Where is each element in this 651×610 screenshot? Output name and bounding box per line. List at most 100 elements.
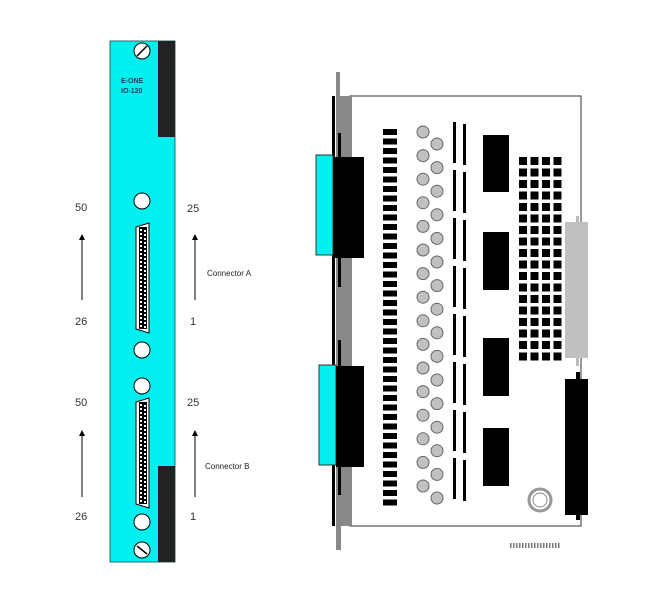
pin	[140, 444, 142, 446]
resistor-pad	[383, 347, 397, 354]
grid-cell	[519, 283, 527, 292]
trace-bar	[453, 170, 456, 211]
led-icon	[430, 373, 444, 387]
resistor-pad	[383, 414, 397, 420]
grid-cell	[519, 341, 527, 349]
pin	[140, 277, 142, 279]
grid-cell	[553, 283, 562, 292]
resistor-pad	[383, 357, 397, 363]
connector-b-shell	[318, 364, 337, 466]
grid-cell	[530, 295, 539, 303]
grid-cell	[542, 352, 550, 361]
grid-cell	[542, 180, 550, 188]
grid-cell	[542, 157, 550, 165]
led-icon	[416, 479, 430, 493]
pin	[140, 245, 142, 247]
pin	[140, 317, 142, 319]
trace-bar	[453, 458, 456, 499]
grid-cell	[553, 352, 562, 361]
pin	[144, 469, 146, 471]
pin	[144, 250, 146, 252]
pin-label: 26	[75, 316, 87, 328]
resistor-pad	[383, 433, 397, 439]
resistor-pad	[383, 423, 397, 430]
resistor-pad	[383, 138, 397, 145]
grid-cell	[530, 260, 539, 269]
ic-chip	[483, 135, 509, 192]
pin	[144, 465, 146, 467]
grid-cell	[553, 157, 562, 165]
pin-label: 1	[190, 316, 196, 328]
pin	[140, 273, 142, 275]
bracket-face	[332, 96, 335, 526]
resistor-pad	[383, 148, 397, 154]
pin	[140, 480, 142, 482]
grid-cell	[519, 237, 527, 246]
led-icon	[430, 161, 444, 175]
led-icon	[430, 326, 444, 340]
grid-cell	[553, 341, 562, 349]
pin	[140, 448, 142, 450]
led-icon	[430, 444, 444, 458]
grid-cell	[530, 203, 539, 211]
led-icon	[430, 208, 444, 222]
pin	[140, 476, 142, 478]
circuit-board	[315, 72, 588, 550]
pin	[144, 286, 146, 288]
pin	[144, 481, 146, 483]
pin	[140, 416, 142, 418]
resistor-pad	[383, 129, 397, 135]
grid-cell	[542, 203, 550, 211]
pin	[140, 297, 142, 299]
grid-cell	[542, 272, 550, 280]
pin	[144, 437, 146, 439]
grid-cell	[519, 168, 527, 177]
mounting-hole	[133, 377, 151, 395]
pin	[140, 440, 142, 442]
pin	[140, 404, 142, 406]
pin	[140, 456, 142, 458]
grid-cell	[542, 260, 550, 269]
resistor-pad	[383, 480, 397, 487]
led-icon	[416, 267, 430, 281]
grid-cell	[519, 203, 527, 211]
led-icon	[416, 361, 430, 375]
socket-body	[139, 402, 147, 504]
pin	[140, 229, 142, 231]
chip-grid	[519, 157, 562, 361]
resistor-pad	[383, 271, 397, 278]
grid-cell	[542, 249, 550, 257]
ic-chip	[483, 232, 509, 290]
pin	[140, 309, 142, 311]
resistor-pad	[383, 186, 397, 192]
pin	[144, 270, 146, 272]
grid-cell	[553, 237, 562, 246]
grid-cell	[530, 318, 539, 326]
grid-cell	[553, 214, 562, 223]
led-icon	[430, 279, 444, 293]
pin	[140, 412, 142, 414]
grid-cell	[542, 191, 550, 200]
trace-bars	[453, 122, 466, 501]
pin	[144, 318, 146, 320]
pin	[140, 241, 142, 243]
led-icon	[416, 219, 430, 233]
pin	[144, 441, 146, 443]
resistor-pad	[383, 262, 397, 268]
pin	[144, 473, 146, 475]
pin	[144, 497, 146, 499]
backplane-connector	[565, 379, 588, 515]
backplane-header	[565, 222, 588, 358]
pin	[144, 489, 146, 491]
pin	[140, 424, 142, 426]
pin	[144, 322, 146, 324]
pin	[144, 274, 146, 276]
pin	[140, 460, 142, 462]
trace-bar	[463, 220, 466, 261]
led-icon	[416, 432, 430, 446]
grid-cell	[530, 329, 539, 338]
pin-label: 50	[75, 202, 87, 214]
grid-cell	[542, 341, 550, 349]
pin	[140, 257, 142, 259]
